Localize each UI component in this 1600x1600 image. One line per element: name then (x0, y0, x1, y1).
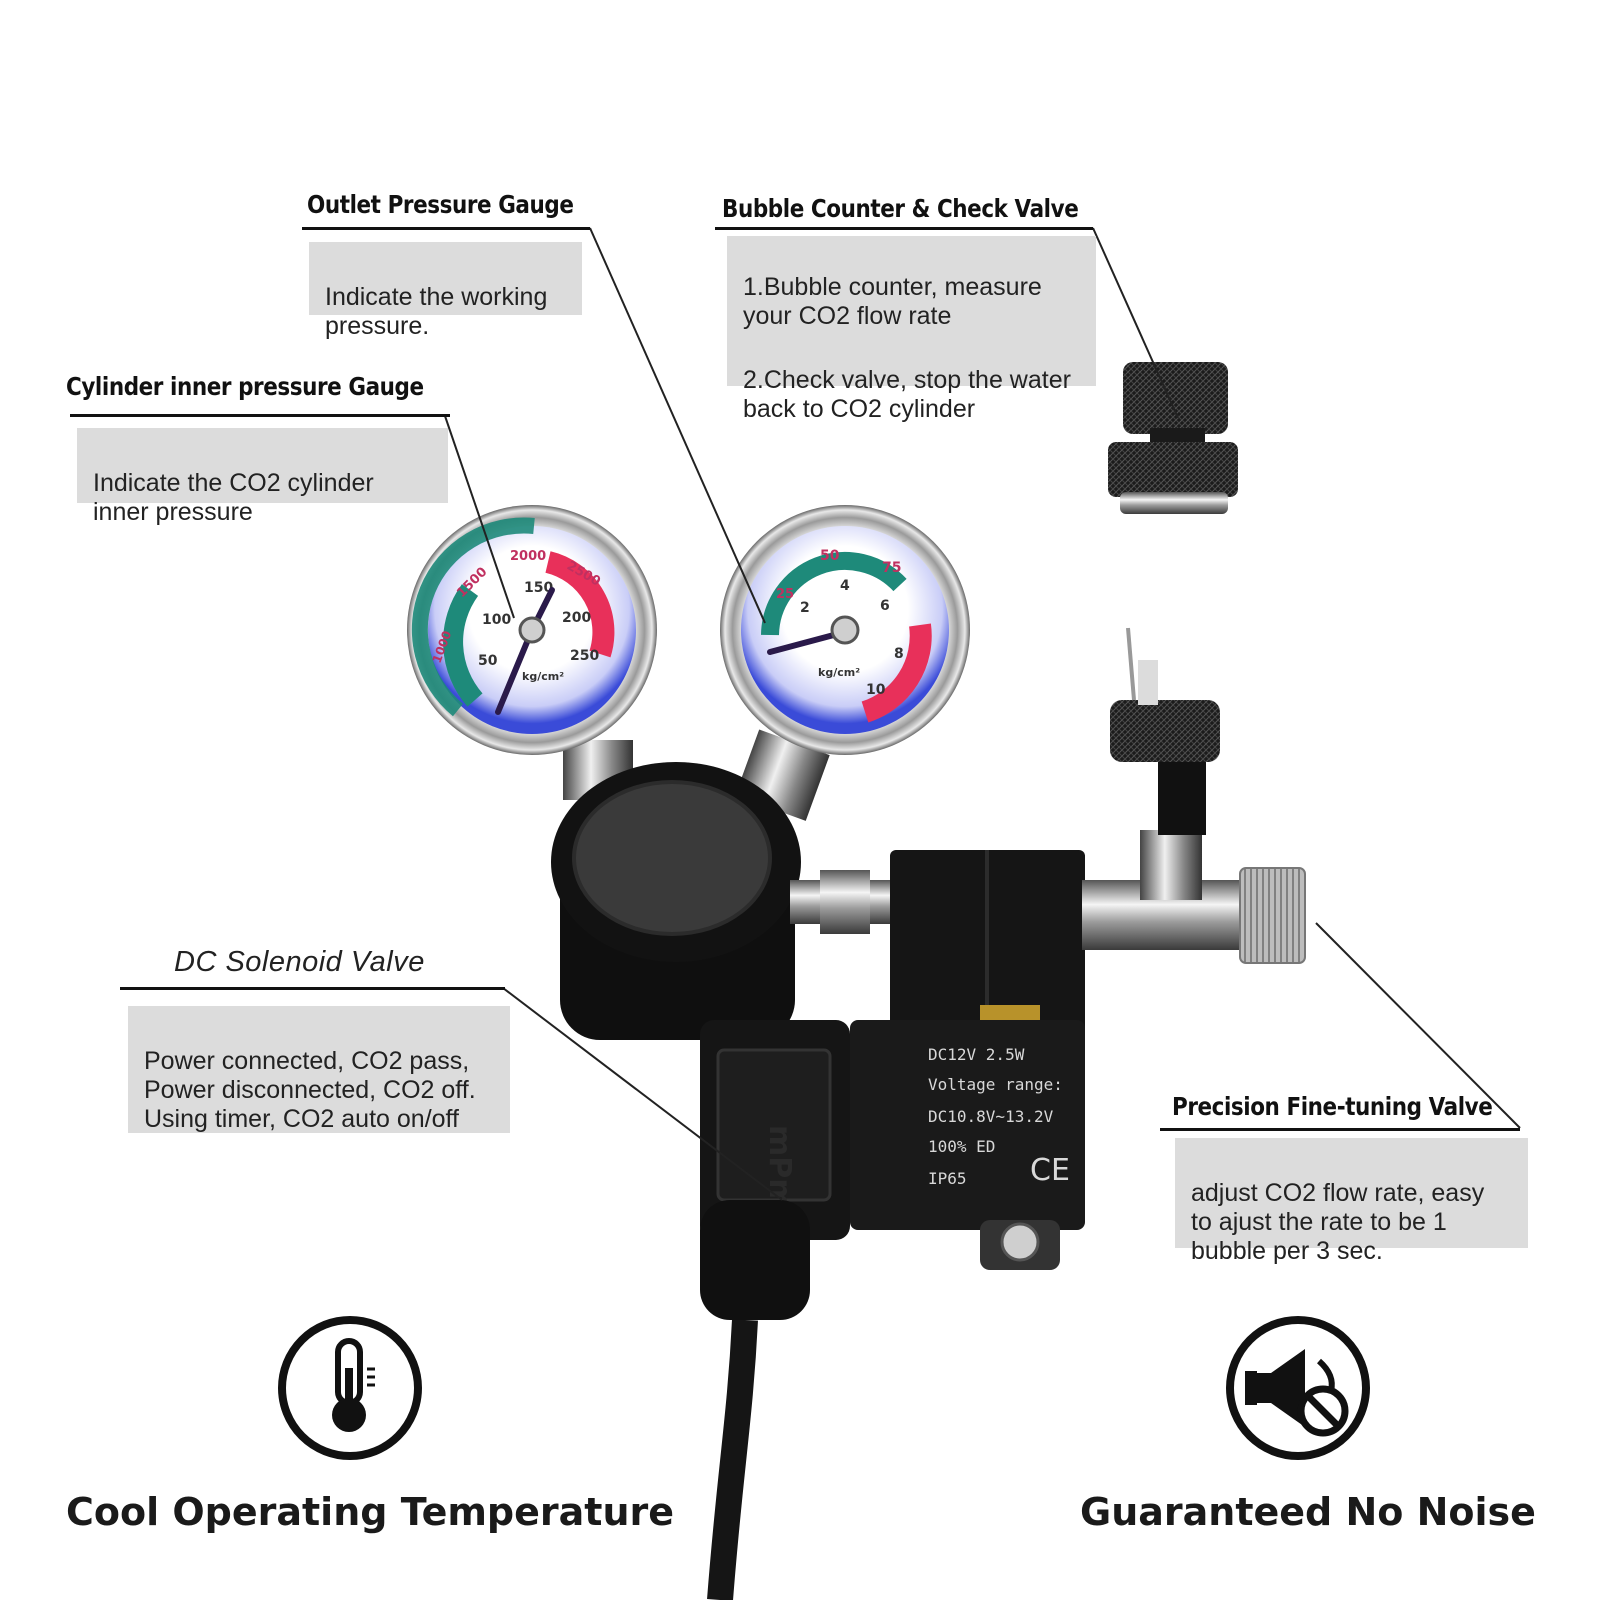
svg-text:50: 50 (478, 653, 498, 669)
callout-rule (302, 227, 590, 230)
svg-text:DC10.8V~13.2V: DC10.8V~13.2V (928, 1107, 1054, 1126)
feature-label-cool-temperature: Cool Operating Temperature (66, 1490, 675, 1534)
feature-label-no-noise: Guaranteed No Noise (1080, 1490, 1536, 1534)
callout-description: Power connected, CO2 pass, Power disconn… (128, 1006, 510, 1133)
svg-text:mPm: mPm (762, 1125, 797, 1210)
cylinder-pressure-gauge: 1000 1500 2000 2500 50 100 150 200 250 k… (407, 505, 657, 800)
regulator-body (551, 762, 801, 1040)
callout-rule (1160, 1128, 1520, 1131)
svg-text:2: 2 (800, 600, 810, 616)
callout-description: Indicate the working pressure. (309, 242, 582, 340)
svg-text:50: 50 (820, 548, 840, 564)
svg-text:10: 10 (866, 682, 886, 698)
svg-text:DC12V 2.5W: DC12V 2.5W (928, 1045, 1025, 1064)
callout-text: Power connected, CO2 pass, Power disconn… (144, 1047, 476, 1133)
bubble-counter-mounted (1110, 627, 1220, 835)
callout-description: 1.Bubble counter, measure your CO2 flow … (727, 236, 1096, 423)
callout-heading: Precision Fine-tuning Valve (1172, 1092, 1493, 1121)
callout-text: 2.Check valve, stop the water back to CO… (743, 366, 1071, 423)
svg-text:4: 4 (840, 578, 850, 594)
svg-text:200: 200 (562, 610, 591, 626)
solenoid-valve: mPm DC12V 2.5W Voltage range: DC10.8V~13… (700, 1020, 1085, 1320)
svg-text:75: 75 (882, 560, 901, 576)
callout-text: 1.Bubble counter, measure your CO2 flow … (743, 273, 1042, 330)
callout-text: adjust CO2 flow rate, easy to ajust the … (1191, 1179, 1485, 1265)
callout-heading: DC Solenoid Valve (174, 946, 425, 978)
muted-speaker-icon (1226, 1316, 1370, 1460)
svg-text:kg/cm²: kg/cm² (818, 666, 860, 679)
svg-text:kg/cm²: kg/cm² (522, 670, 564, 683)
svg-text:CE: CE (1030, 1153, 1070, 1188)
svg-text:Voltage range:: Voltage range: (928, 1075, 1063, 1094)
callout-description: adjust CO2 flow rate, easy to ajust the … (1175, 1138, 1528, 1265)
callout-heading: Cylinder inner pressure Gauge (66, 372, 424, 401)
outlet-pressure-gauge: 50 75 25 2 4 6 8 10 kg/cm² (720, 505, 970, 821)
callout-rule (120, 987, 505, 990)
svg-text:25: 25 (776, 587, 794, 602)
svg-text:6: 6 (880, 598, 890, 614)
fine-tuning-valve (1082, 830, 1306, 964)
svg-text:100: 100 (482, 612, 511, 628)
svg-text:150: 150 (524, 580, 553, 596)
callout-text: Indicate the CO2 cylinder inner pressure (93, 469, 374, 526)
svg-text:IP65: IP65 (928, 1169, 967, 1188)
callout-rule (70, 414, 450, 417)
svg-text:8: 8 (894, 646, 904, 662)
svg-text:100% ED: 100% ED (928, 1137, 995, 1156)
thermometer-icon (278, 1316, 422, 1460)
power-cable (707, 1319, 758, 1600)
callout-heading: Bubble Counter & Check Valve (722, 194, 1079, 223)
callout-description: Indicate the CO2 cylinder inner pressure (77, 428, 448, 526)
callout-text: Indicate the working pressure. (325, 283, 548, 340)
callout-rule (715, 227, 1093, 230)
svg-text:250: 250 (570, 648, 599, 664)
svg-text:2000: 2000 (510, 549, 546, 564)
callout-heading: Outlet Pressure Gauge (307, 190, 574, 219)
check-valve-part (1108, 362, 1238, 514)
